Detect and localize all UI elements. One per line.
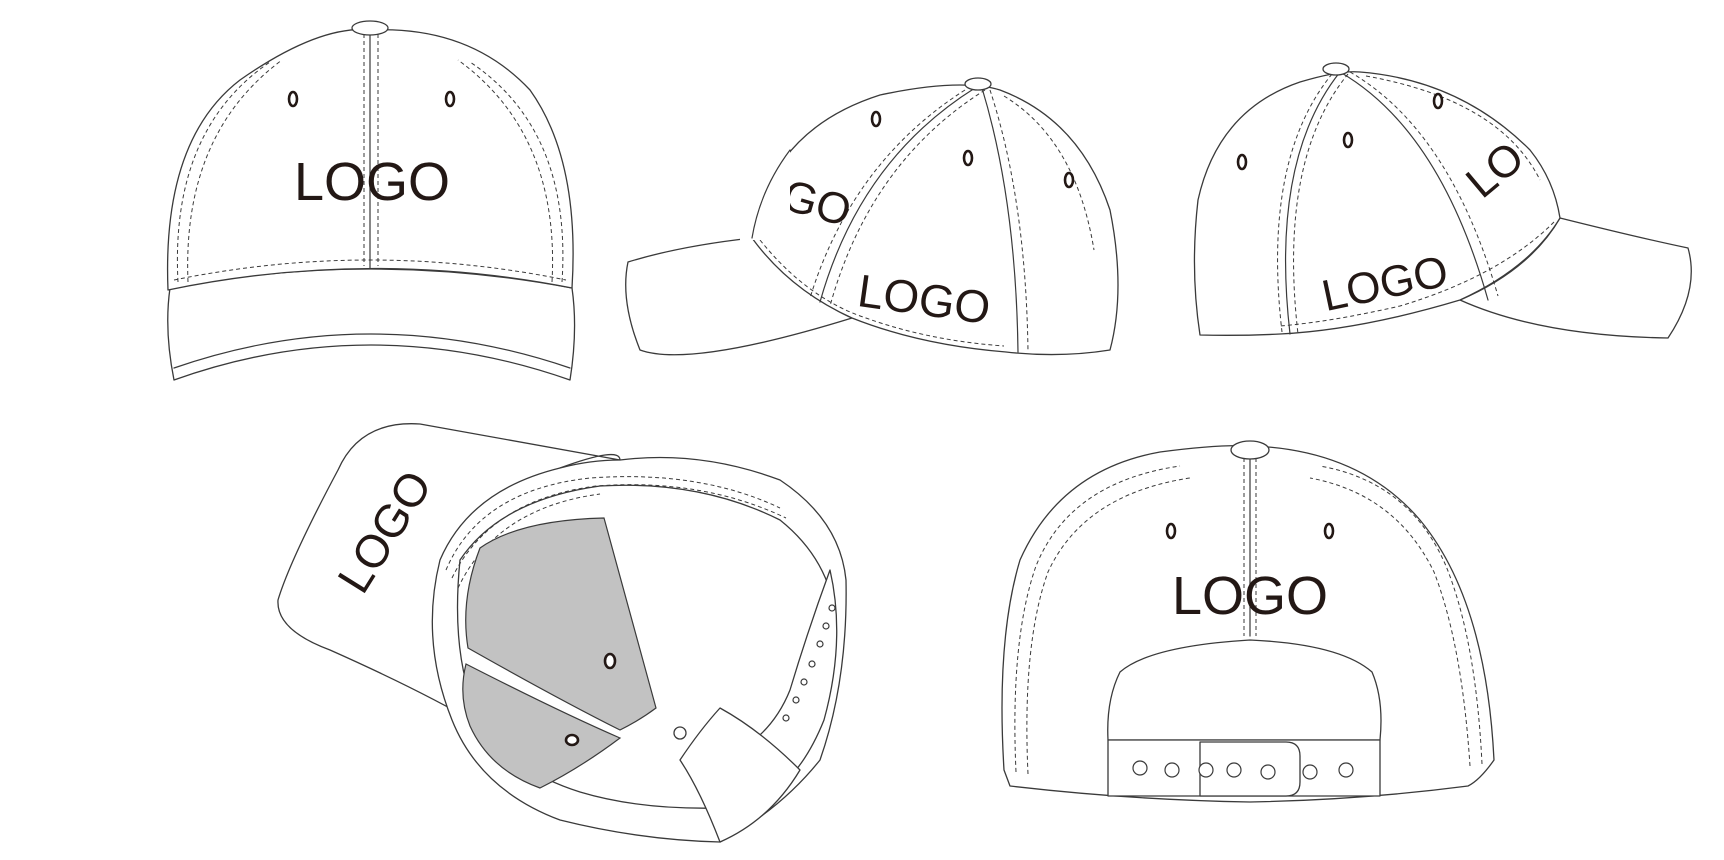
front-seam-left <box>176 61 271 283</box>
under-visor-flap <box>679 707 801 843</box>
under-visor-eyelet-2 <box>564 733 580 747</box>
side-left-logo-clip <box>740 150 790 240</box>
cap-under-visor-view: LOGO <box>277 423 847 843</box>
side-left-crown <box>751 84 1119 356</box>
back-strap-hole <box>1132 760 1148 776</box>
side-left-eyelet-2 <box>962 149 974 167</box>
under-visor-panel-2 <box>462 663 622 789</box>
side-right-seam-2 <box>1339 71 1489 301</box>
side-right-seam-1 <box>1284 71 1341 335</box>
front-visor-edge <box>173 333 571 369</box>
side-left-seam-1 <box>819 87 976 303</box>
side-right-eyelet-1 <box>1236 153 1248 171</box>
back-top-button <box>1230 440 1270 460</box>
cap-right-side-view: LO LOGO <box>1193 62 1692 339</box>
front-seam-right <box>469 61 564 283</box>
side-right-eyelet-2 <box>1342 131 1354 149</box>
back-strap-hole <box>1260 764 1276 780</box>
under-visor-button <box>673 726 687 740</box>
back-strap-hole <box>1226 762 1242 778</box>
under-visor-panel-1 <box>465 517 657 731</box>
back-strap-tab <box>1199 741 1301 797</box>
cap-left-side-view: GO LOGO <box>625 77 1119 356</box>
side-left-eyelet-3 <box>1063 171 1075 189</box>
front-seam-left-2 <box>187 59 283 283</box>
back-opening <box>1107 639 1382 741</box>
front-top-button <box>351 20 389 36</box>
front-seam-right-2 <box>457 59 554 283</box>
back-strap-hole <box>1198 762 1214 778</box>
back-logo: LOGO <box>1172 566 1328 626</box>
side-left-seam-2 <box>981 87 1019 353</box>
under-visor-eyelet-1 <box>603 652 617 670</box>
front-eyelet-left <box>287 90 299 108</box>
cap-front-view: LOGO <box>166 20 576 381</box>
front-logo: LOGO <box>294 152 450 212</box>
front-eyelet-right <box>444 90 456 108</box>
side-right-eyelet-3 <box>1432 92 1444 110</box>
back-strap-hole <box>1338 762 1354 778</box>
back-strap-hole <box>1164 762 1180 778</box>
front-visor <box>167 268 576 381</box>
back-eyelet-right <box>1323 522 1335 540</box>
cap-back-view: LOGO <box>1001 440 1495 803</box>
side-left-top-button <box>964 77 992 91</box>
side-left-eyelet-1 <box>870 110 882 128</box>
back-strap-hole <box>1302 764 1318 780</box>
back-eyelet-left <box>1165 522 1177 540</box>
side-right-top-button <box>1322 62 1350 76</box>
